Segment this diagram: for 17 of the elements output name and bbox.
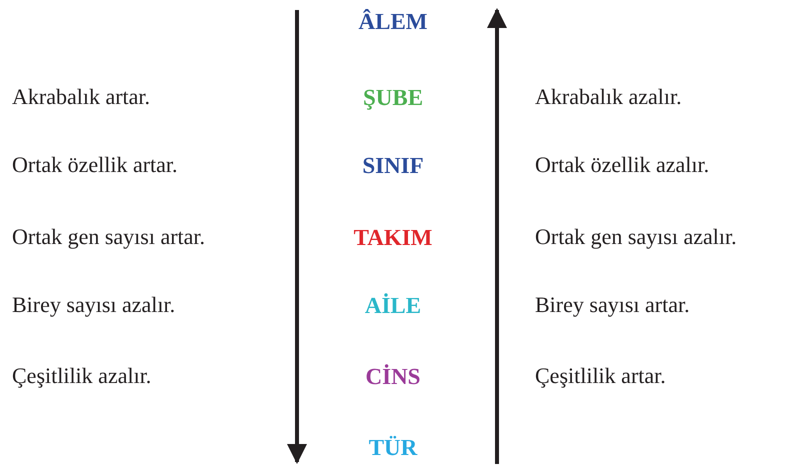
trend-text: Ortak özellik artar.: [12, 154, 178, 176]
trend-text: Akrabalık artar.: [12, 86, 150, 108]
trend-text: Birey sayısı azalır.: [12, 294, 176, 316]
taxon-label: AİLE: [364, 294, 422, 317]
trend-text: Çeşitlilik artar.: [535, 365, 666, 387]
trend-text: Akrabalık azalır.: [535, 86, 682, 108]
taxon-label: ÂLEM: [358, 10, 428, 33]
taxon-label: SINIF: [362, 154, 424, 177]
taxon-label: TÜR: [368, 436, 418, 459]
taxon-label: ŞUBE: [362, 86, 424, 109]
trend-text: Ortak gen sayısı azalır.: [535, 226, 737, 248]
trend-text: Ortak gen sayısı artar.: [12, 226, 206, 248]
trend-text: Ortak özellik azalır.: [535, 154, 710, 176]
trend-text: Birey sayısı artar.: [535, 294, 690, 316]
trend-text: Çeşitlilik azalır.: [12, 365, 152, 387]
taxon-label: CİNS: [366, 365, 420, 388]
taxon-label: TAKIM: [354, 226, 432, 249]
